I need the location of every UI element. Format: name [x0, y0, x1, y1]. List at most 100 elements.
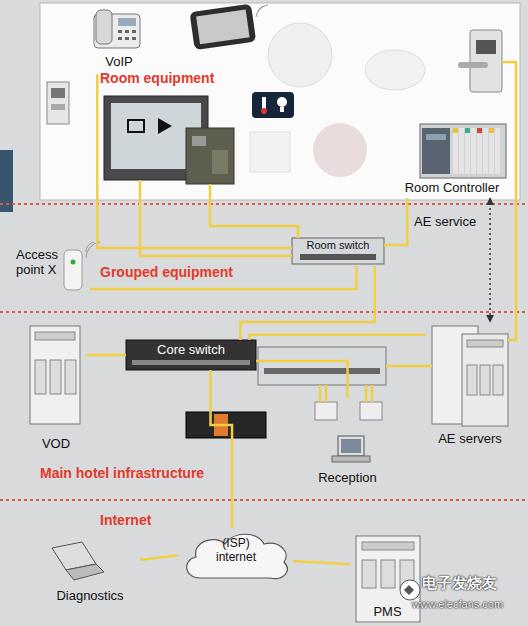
room-floor: [40, 3, 520, 200]
distribution-switch: [258, 347, 386, 385]
access-point-device: [64, 242, 100, 290]
zone-title: Internet: [100, 512, 220, 528]
phone-icon: [125, 30, 129, 33]
reception-equipment: [332, 456, 370, 462]
thermostat-icon: [262, 97, 266, 109]
controller-device: [489, 128, 494, 133]
phone-icon: [118, 30, 122, 33]
service-link: [489, 198, 491, 322]
in-room-wire: [210, 184, 298, 238]
cable-line: [240, 266, 374, 340]
tv-icon: [158, 118, 172, 134]
in-room-wire: [325, 385, 328, 402]
node-label: AE servers: [425, 431, 515, 446]
room-floor: [51, 104, 65, 110]
laptop-drawing: [52, 542, 104, 580]
node-label: (ISP) internet: [205, 536, 267, 564]
node-label: Room Controller: [396, 180, 508, 195]
in-room-wire: [319, 385, 322, 402]
cable-line: [97, 74, 292, 248]
watermark-logo: [400, 580, 420, 600]
phone-icon: [94, 10, 140, 48]
tv-icon: [128, 120, 144, 132]
controller-device: [420, 124, 506, 178]
reception-equipment: [315, 402, 337, 420]
reception-equipment: [360, 402, 382, 420]
access-point-device: [71, 260, 76, 265]
thermostat-icon: [277, 97, 287, 107]
phone-icon: [118, 37, 122, 40]
control-board: [212, 150, 228, 174]
ae-server-drawing: [480, 365, 490, 395]
node-label: Core switch: [126, 342, 256, 357]
vod-server-drawing: [35, 360, 46, 394]
watermark-logo: [400, 580, 420, 600]
door-lock: [470, 30, 502, 92]
thermostat-icon: [280, 107, 284, 112]
control-board: [186, 128, 234, 184]
room-floor: [40, 3, 520, 200]
ae-server-drawing: [432, 326, 508, 426]
room-floor: [268, 23, 332, 87]
controller-device: [489, 128, 494, 174]
edge-label: AE service: [414, 214, 490, 229]
controller-device: [453, 128, 458, 174]
core-switch-device: [132, 360, 250, 365]
zone-separator: [0, 499, 528, 501]
controller-device: [471, 128, 476, 174]
vod-server-drawing: [35, 332, 75, 340]
reception-equipment: [338, 436, 364, 456]
distribution-switch: [264, 368, 380, 374]
phone-icon: [125, 37, 129, 40]
vod-server-drawing: [65, 360, 76, 394]
tablet-icon: [256, 5, 268, 17]
controller-device: [453, 128, 458, 133]
room-switch-device: [300, 254, 376, 260]
cable-line: [140, 556, 178, 560]
pms-server-drawing: [362, 560, 376, 588]
door-lock: [458, 62, 488, 68]
node-label: Room switch: [292, 239, 384, 252]
room-floor: [313, 123, 367, 177]
room-floor: [47, 82, 69, 124]
vod-server-drawing: [30, 326, 80, 424]
room-floor: [250, 132, 290, 172]
in-room-wire: [371, 385, 374, 402]
cable-line: [211, 370, 233, 528]
pms-server-drawing: [362, 542, 414, 550]
left-strip: [0, 150, 13, 212]
distribution-switch: [258, 347, 386, 385]
phone-icon: [118, 18, 136, 26]
room-switch-device: [292, 238, 384, 264]
controller-device: [495, 128, 500, 174]
node-label: Reception: [305, 470, 390, 485]
control-board: [186, 128, 234, 184]
controller-device: [459, 128, 464, 174]
controller-device: [420, 124, 506, 178]
watermark-logo: [404, 585, 414, 595]
ae-server-drawing: [467, 365, 477, 395]
tablet-icon: [190, 4, 257, 50]
cable-line: [256, 361, 348, 398]
node-label: Access point X: [16, 247, 66, 277]
core-switch-device: [126, 340, 256, 370]
tablet-icon: [196, 10, 249, 45]
control-board: [192, 136, 206, 146]
controller-device: [483, 128, 488, 174]
cloud-outline: [187, 534, 288, 578]
thermostat-icon: [252, 92, 294, 118]
ae-server-drawing: [462, 334, 508, 426]
left-strip: [0, 150, 13, 212]
zone-title: Main hotel infrastructure: [40, 465, 230, 481]
zone-title: Room equipment: [100, 70, 260, 86]
node-label: Diagnostics: [40, 588, 140, 603]
cable-line: [293, 561, 350, 564]
room-floor: [51, 88, 65, 98]
controller-device: [426, 134, 446, 140]
door-lock: [476, 40, 496, 54]
tablet-icon: [190, 4, 268, 50]
thermostat-icon: [261, 108, 267, 114]
ae-server-drawing: [493, 365, 503, 395]
